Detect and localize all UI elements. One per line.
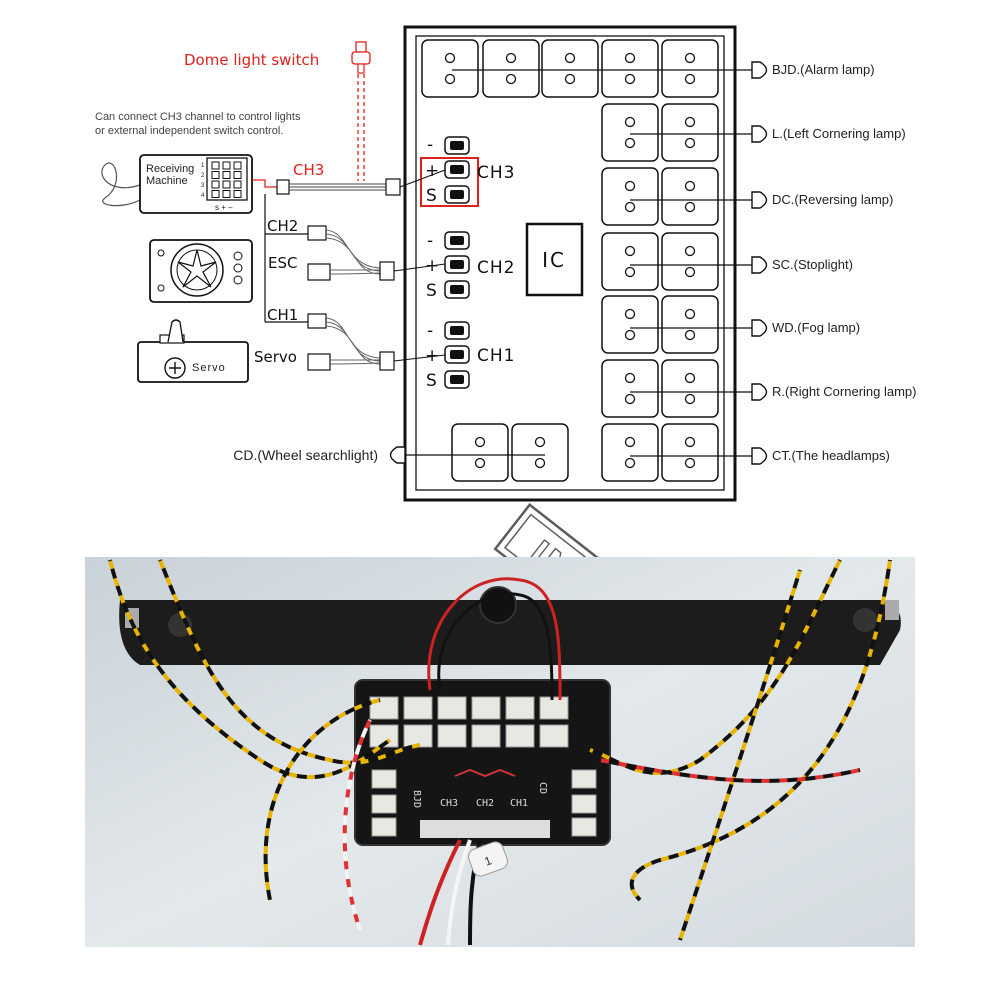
svg-text:2: 2 [201, 173, 205, 179]
connector-socket [511, 423, 569, 482]
connector-socket [601, 232, 659, 291]
wheel-searchlight-bulb-icon [389, 446, 406, 464]
connector-socket [482, 39, 540, 98]
svg-text:3: 3 [201, 183, 205, 189]
servo-label: Servo [254, 348, 297, 366]
installed-board-photo: CH3 CH2 CH1 BJD CD 1 [85, 557, 915, 947]
svg-text:-: - [427, 231, 433, 251]
wheel-searchlight-label: CD.(Wheel searchlight) [233, 447, 378, 463]
svg-text:-: - [427, 135, 433, 155]
svg-text:-: - [427, 321, 433, 341]
output-label: DC.(Reversing lamp) [772, 192, 893, 207]
output-label: L.(Left Cornering lamp) [772, 126, 906, 141]
svg-text:4: 4 [201, 193, 205, 199]
ch1-wire-label: CH1 [267, 306, 298, 324]
output-lamp-bulb-icon [751, 383, 768, 401]
svg-text:BJD: BJD [411, 790, 422, 808]
output-label: R.(Right Cornering lamp) [772, 384, 917, 399]
output-lamp-bulb-icon [751, 256, 768, 274]
svg-text:S: S [426, 281, 437, 301]
connector-socket [601, 167, 659, 226]
connector-socket [601, 103, 659, 162]
connector-socket [451, 423, 509, 482]
ch2-wire-label: CH2 [267, 217, 298, 235]
ch2-port-label: CH2 [477, 258, 515, 278]
svg-text:1: 1 [483, 853, 494, 869]
connector-socket [661, 359, 719, 418]
note-line-2: or external independent switch control. [95, 125, 283, 137]
output-connectors [421, 39, 719, 482]
output-lamp-bulb-icon [751, 61, 768, 79]
output-label: SC.(Stoplight) [772, 257, 853, 272]
connector-socket [661, 423, 719, 482]
connector-socket [601, 359, 659, 418]
ch3-wire-label: CH3 [293, 161, 324, 179]
ic-chip [525, 222, 584, 297]
antenna-icon [101, 162, 141, 207]
note-line-1: Can connect CH3 channel to control light… [95, 111, 301, 123]
svg-text:Machine: Machine [146, 175, 188, 187]
connector-socket [661, 103, 719, 162]
output-label: CT.(The headlamps) [772, 448, 890, 463]
ic-label: IC [542, 248, 566, 272]
connector-socket [661, 295, 719, 354]
svg-text:CH3: CH3 [440, 798, 458, 809]
output-lamp-bulb-icon [751, 447, 768, 465]
receiver: Receiving Machine 1 2 3 4 s + – [139, 154, 253, 214]
connector-socket [661, 232, 719, 291]
svg-text:CD: CD [537, 782, 548, 794]
output-lamp-bulb-icon [751, 125, 768, 143]
connector-socket [601, 423, 659, 482]
output-label: BJD.(Alarm lamp) [772, 62, 875, 77]
svg-text:Receiving: Receiving [146, 163, 194, 175]
svg-text:S: S [426, 371, 437, 391]
svg-text:1: 1 [201, 163, 205, 169]
servo-icon: Servo [137, 319, 249, 383]
esc-label: ESC [268, 254, 297, 272]
dome-switch-icon [351, 41, 371, 74]
svg-text:Servo: Servo [192, 362, 226, 374]
output-lines: BJD.(Alarm lamp) L.(Left Cornering lamp) D… [452, 61, 917, 465]
ch3-port: - + S CH3 [420, 135, 515, 207]
dome-light-switch-label: Dome light switch [184, 51, 319, 69]
svg-text:CH1: CH1 [510, 798, 528, 809]
connector-socket [601, 39, 659, 98]
connector-socket [661, 39, 719, 98]
ch3-port-label: CH3 [477, 163, 515, 183]
esc-icon [149, 239, 253, 303]
svg-text:CH2: CH2 [476, 798, 494, 809]
output-lamp-bulb-icon [751, 319, 768, 337]
connector-socket [661, 167, 719, 226]
output-lamp-bulb-icon [751, 191, 768, 209]
svg-text:S: S [426, 186, 437, 206]
connector-socket [421, 39, 479, 98]
ch1-port-label: CH1 [477, 346, 515, 366]
ch3-highlight [420, 157, 479, 207]
svg-text:s + –: s + – [215, 203, 233, 212]
output-label: WD.(Fog lamp) [772, 320, 860, 335]
svg-text:+: + [425, 161, 439, 181]
connector-socket [601, 295, 659, 354]
connector-socket [541, 39, 599, 98]
